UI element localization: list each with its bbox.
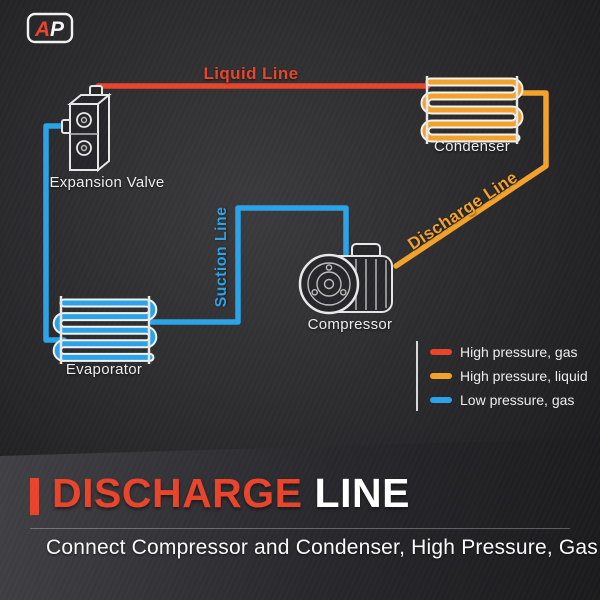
ac-system-diagram [43,76,549,364]
expansion-to-evaporator-pipe [43,123,75,343]
compressor-pulley [298,253,360,315]
suction-line-pipe [149,205,349,325]
legend-item-high-pressure-liquid: High pressure, liquid [430,365,588,387]
title-highlight: DISCHARGE [52,470,303,516]
legend-swatch-orange [430,373,452,379]
expansion-valve-drawing [61,85,112,173]
evaporator-label: Evaporator [65,361,143,378]
compressor-drawing [298,243,393,315]
legend-swatch-blue [430,397,452,403]
brand-logo: A P [26,12,74,44]
legend-item-low-pressure-gas: Low pressure, gas [430,389,588,411]
title-accent-bar [30,478,39,515]
page-subtitle: Connect Compressor and Condenser, High P… [46,536,599,559]
compressor-label: Compressor [307,316,393,333]
legend-label: Low pressure, gas [460,392,575,408]
liquid-line-label: Liquid Line [203,64,299,83]
legend-label: High pressure, gas [460,344,578,360]
liquid-line-pipe [95,83,431,107]
logo-letter-a: A [34,18,50,41]
title-rest: LINE [314,470,410,516]
expansion-valve-label: Expansion Valve [49,174,165,191]
logo-frame [26,12,74,44]
logo-letter-p: P [50,18,65,41]
legend-item-high-pressure-gas: High pressure, gas [430,341,588,363]
condenser-drawing [420,76,524,144]
legend-swatch-red [430,349,452,355]
legend: High pressure, gas High pressure, liquid… [416,341,588,411]
discharge-line-pipe [393,90,549,269]
condenser-label: Condenser [433,138,511,155]
suction-line-label: Suction Line [213,206,230,308]
footer-divider [30,528,570,529]
legend-label: High pressure, liquid [460,368,588,384]
evaporator-drawing [52,296,158,364]
